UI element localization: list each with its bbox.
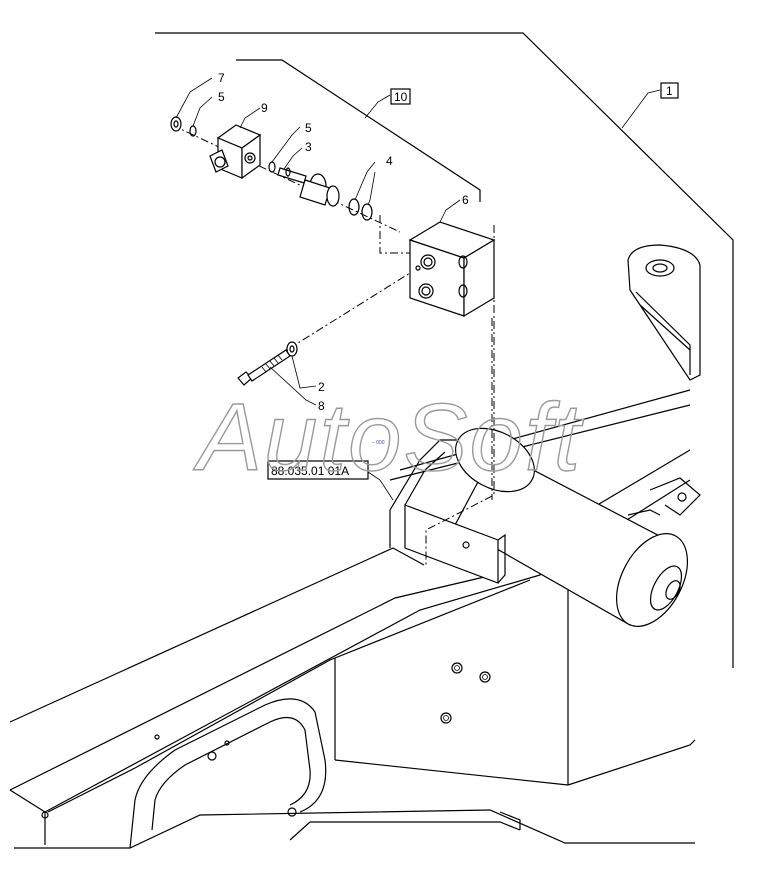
bolt-8 [237, 349, 291, 386]
callout-2: 2 [318, 380, 325, 394]
callout-5-upper: 5 [218, 90, 225, 104]
frame-structure [9, 244, 701, 849]
callout-9: 9 [261, 101, 268, 115]
o-rings-4 [348, 198, 373, 221]
callout-1: 1 [666, 84, 673, 98]
callout-3: 3 [305, 140, 312, 154]
assembly-outline-1 [155, 32, 734, 668]
callout-7: 7 [218, 71, 225, 85]
boxed-callout-10: 10 [390, 88, 411, 105]
watermark-mark: – 000 [372, 440, 385, 446]
cylinder-housing [454, 427, 701, 627]
assembly-outline-10 [236, 59, 481, 202]
callout-6: 6 [462, 193, 469, 207]
watermark-text: AutoSoft [193, 384, 584, 491]
leader-lines [175, 77, 661, 501]
mounting-bracket [404, 504, 506, 584]
valve-block-6 [408, 221, 496, 318]
callout-10: 10 [394, 90, 408, 104]
washer-2 [286, 341, 298, 357]
callout-8: 8 [318, 399, 325, 413]
reference-box: 88.035.01 01A [267, 460, 369, 480]
callout-5-lower: 5 [305, 121, 312, 135]
seal-5-lower [268, 161, 276, 173]
cartridge-valve-3 [277, 167, 340, 207]
watermark: AutoSoft [192, 383, 584, 491]
reference-label: 88.035.01 01A [271, 464, 349, 478]
boxed-callout-1: 1 [660, 82, 679, 99]
callout-4: 4 [386, 154, 393, 168]
solenoid-block-9 [209, 124, 262, 180]
nut-7 [170, 116, 182, 132]
callout-labels: 7 5 9 5 3 4 6 2 8 [218, 71, 469, 413]
